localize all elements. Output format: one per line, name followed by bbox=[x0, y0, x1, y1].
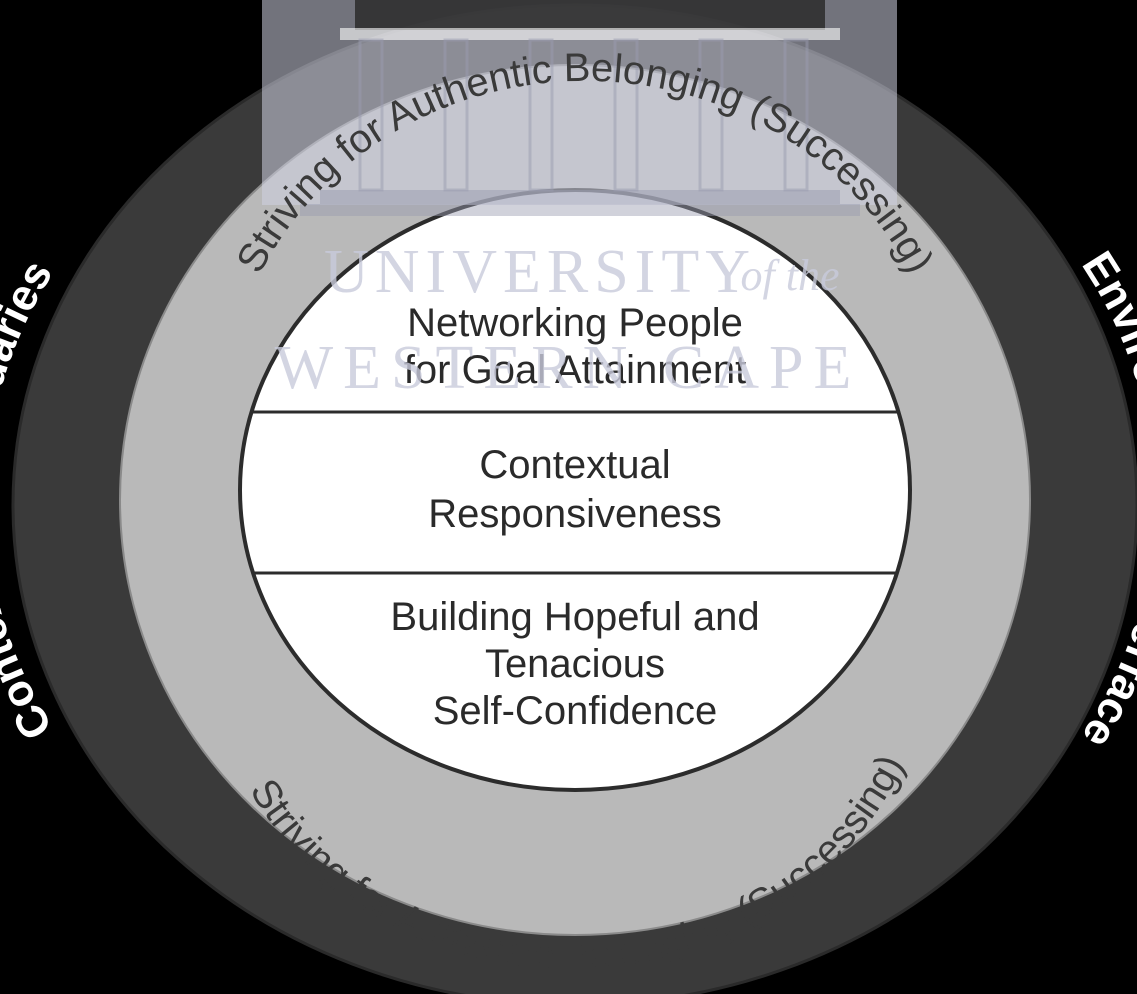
core-segment-self-confidence-line-2: Tenacious bbox=[485, 642, 665, 686]
watermark-building bbox=[262, 0, 897, 216]
core-segment-networking-line-1: Networking People bbox=[407, 301, 743, 345]
watermark-line-1: UNIVERSITY bbox=[324, 238, 756, 306]
watermark-text: UNIVERSITY of the WESTERN CAPE bbox=[275, 238, 862, 402]
watermark-line-1-suffix: of the bbox=[741, 251, 840, 300]
core-segment-networking: Networking People for Goal Attainment bbox=[404, 301, 746, 392]
core-segment-self-confidence-line-1: Building Hopeful and bbox=[390, 595, 759, 639]
core-segment-networking-line-2: for Goal Attainment bbox=[404, 348, 746, 392]
watermark-line-2: WESTERN CAPE bbox=[275, 334, 862, 402]
core-segment-responsiveness: Contextual Responsiveness bbox=[428, 443, 722, 536]
core-segment-responsiveness-line-2: Responsiveness bbox=[428, 492, 722, 536]
core-segment-self-confidence: Building Hopeful and Tenacious Self-Conf… bbox=[390, 595, 759, 733]
core-segment-responsiveness-line-1: Contextual bbox=[479, 443, 670, 487]
core-segment-self-confidence-line-3: Self-Confidence bbox=[433, 689, 718, 733]
